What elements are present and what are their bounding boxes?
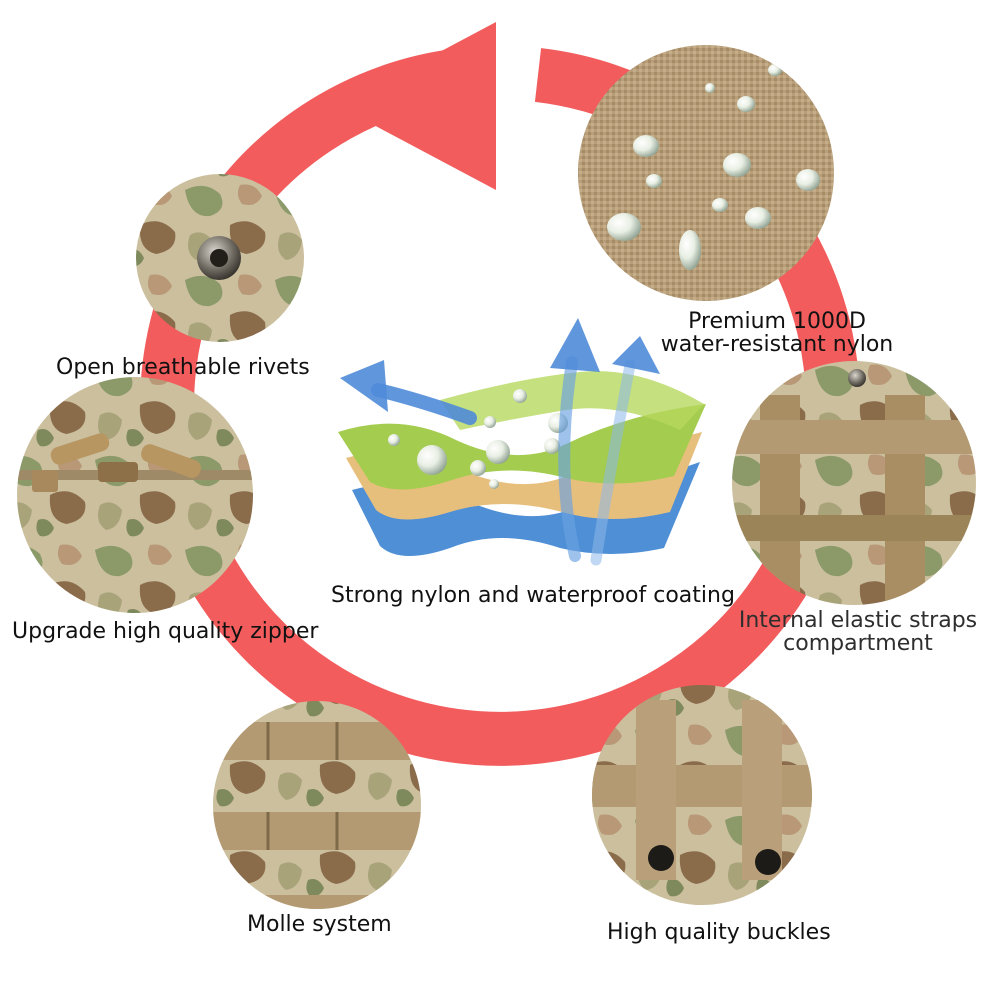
label-straps-line2: compartment [783,631,933,657]
label-rivets: Open breathable rivets [56,355,310,380]
snap-buckles-icon [592,700,812,880]
center-caption: Strong nylon and waterproof coating [331,583,735,608]
label-fabric-line1: Premium 1000D [688,309,866,334]
zipper-photo [17,377,253,613]
water-droplets-icon [607,64,820,270]
molle-photo [213,701,421,909]
rivet-photo [136,174,304,342]
label-straps-line1: Internal elastic straps [738,608,978,633]
label-molle: Molle system [247,912,392,937]
label-fabric: Premium 1000D water-resistant nylon [652,310,902,356]
label-buckles: High quality buckles [607,920,831,945]
straps-photo [732,361,976,605]
fabric-photo [578,45,834,301]
zipper-pulls-icon [32,433,201,492]
waterproof-coating-illustration [338,318,706,566]
molle-webbing-icon [213,722,421,909]
arrow-head-icon [338,22,496,190]
label-straps: Internal elastic straps compartment [733,609,983,655]
buckles-photo [592,685,812,905]
label-fabric-line2: water-resistant nylon [660,332,894,358]
metal-rivet-icon [197,236,241,280]
airflow-arrows-icon [340,318,660,566]
label-zipper: Upgrade high quality zipper [12,619,319,644]
